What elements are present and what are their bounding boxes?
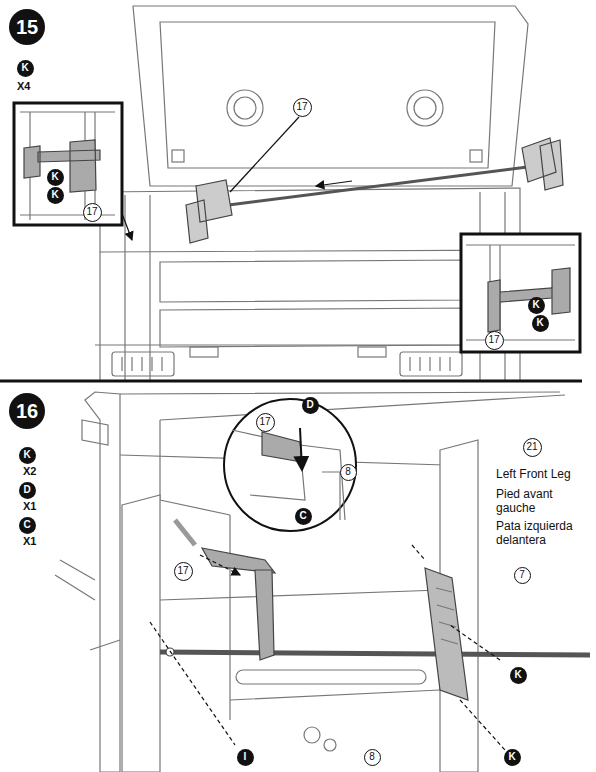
node-text: 7 — [519, 570, 525, 580]
node-text: 17 — [259, 417, 270, 427]
callout-number: 8 — [364, 749, 381, 766]
part-badge: I — [237, 749, 254, 766]
node-text: K — [536, 318, 543, 328]
callout-number: 17 — [293, 98, 312, 117]
part-badge: K — [47, 187, 64, 204]
node-text: 15 — [16, 17, 38, 37]
part-badge: C — [19, 517, 36, 534]
part-badge: D — [302, 397, 319, 414]
node-text: K — [51, 172, 58, 182]
step-divider — [0, 380, 582, 383]
node-text: K — [23, 450, 30, 460]
node-text: K — [514, 670, 521, 680]
callout-number: 17 — [174, 562, 193, 581]
callout-number: 21 — [523, 438, 542, 457]
part-name: Pied avant gauche — [496, 488, 591, 516]
part-badge: C — [295, 508, 312, 525]
part-name: Left Front Leg — [496, 468, 591, 482]
node-text: I — [244, 752, 247, 762]
part-badge: K — [510, 667, 527, 684]
grill-step16 — [55, 392, 590, 772]
callout-number: 7 — [514, 567, 531, 584]
node-text: 17 — [488, 335, 499, 345]
node-text: 16 — [16, 401, 38, 421]
node-text: 8 — [345, 467, 351, 477]
part-badge: K — [47, 169, 64, 186]
callout-number: 17 — [256, 413, 275, 432]
part-name: Pata izquierda delantera — [496, 520, 591, 548]
node-text: 21 — [526, 442, 537, 452]
part-badge: K — [528, 297, 545, 314]
quantity-label: X1 — [23, 535, 36, 548]
callout-number: 17 — [83, 203, 102, 222]
step-number: 15 — [9, 9, 45, 45]
part-badge: K — [532, 315, 549, 332]
step-number: 16 — [9, 393, 45, 429]
part-badge: K — [19, 447, 36, 464]
callout-number: 8 — [340, 464, 357, 481]
node-text: 17 — [177, 566, 188, 576]
node-text: 17 — [296, 102, 307, 112]
part-badge: K — [17, 60, 34, 77]
node-text: K — [532, 300, 539, 310]
quantity-label: X2 — [23, 465, 36, 478]
quantity-label: X4 — [17, 80, 30, 93]
grill-step15 — [14, 6, 580, 380]
node-text: 17 — [86, 207, 97, 217]
node-text: K — [51, 190, 58, 200]
node-text: K — [21, 63, 28, 73]
node-text: C — [23, 520, 30, 530]
node-text: K — [508, 752, 515, 762]
node-text: 8 — [369, 752, 375, 762]
part-badge: K — [504, 749, 521, 766]
node-text: D — [306, 400, 313, 410]
node-text: D — [23, 485, 30, 495]
quantity-label: X1 — [23, 500, 36, 513]
callout-number: 17 — [485, 331, 504, 350]
part-badge: D — [19, 482, 36, 499]
node-text: C — [299, 511, 306, 521]
